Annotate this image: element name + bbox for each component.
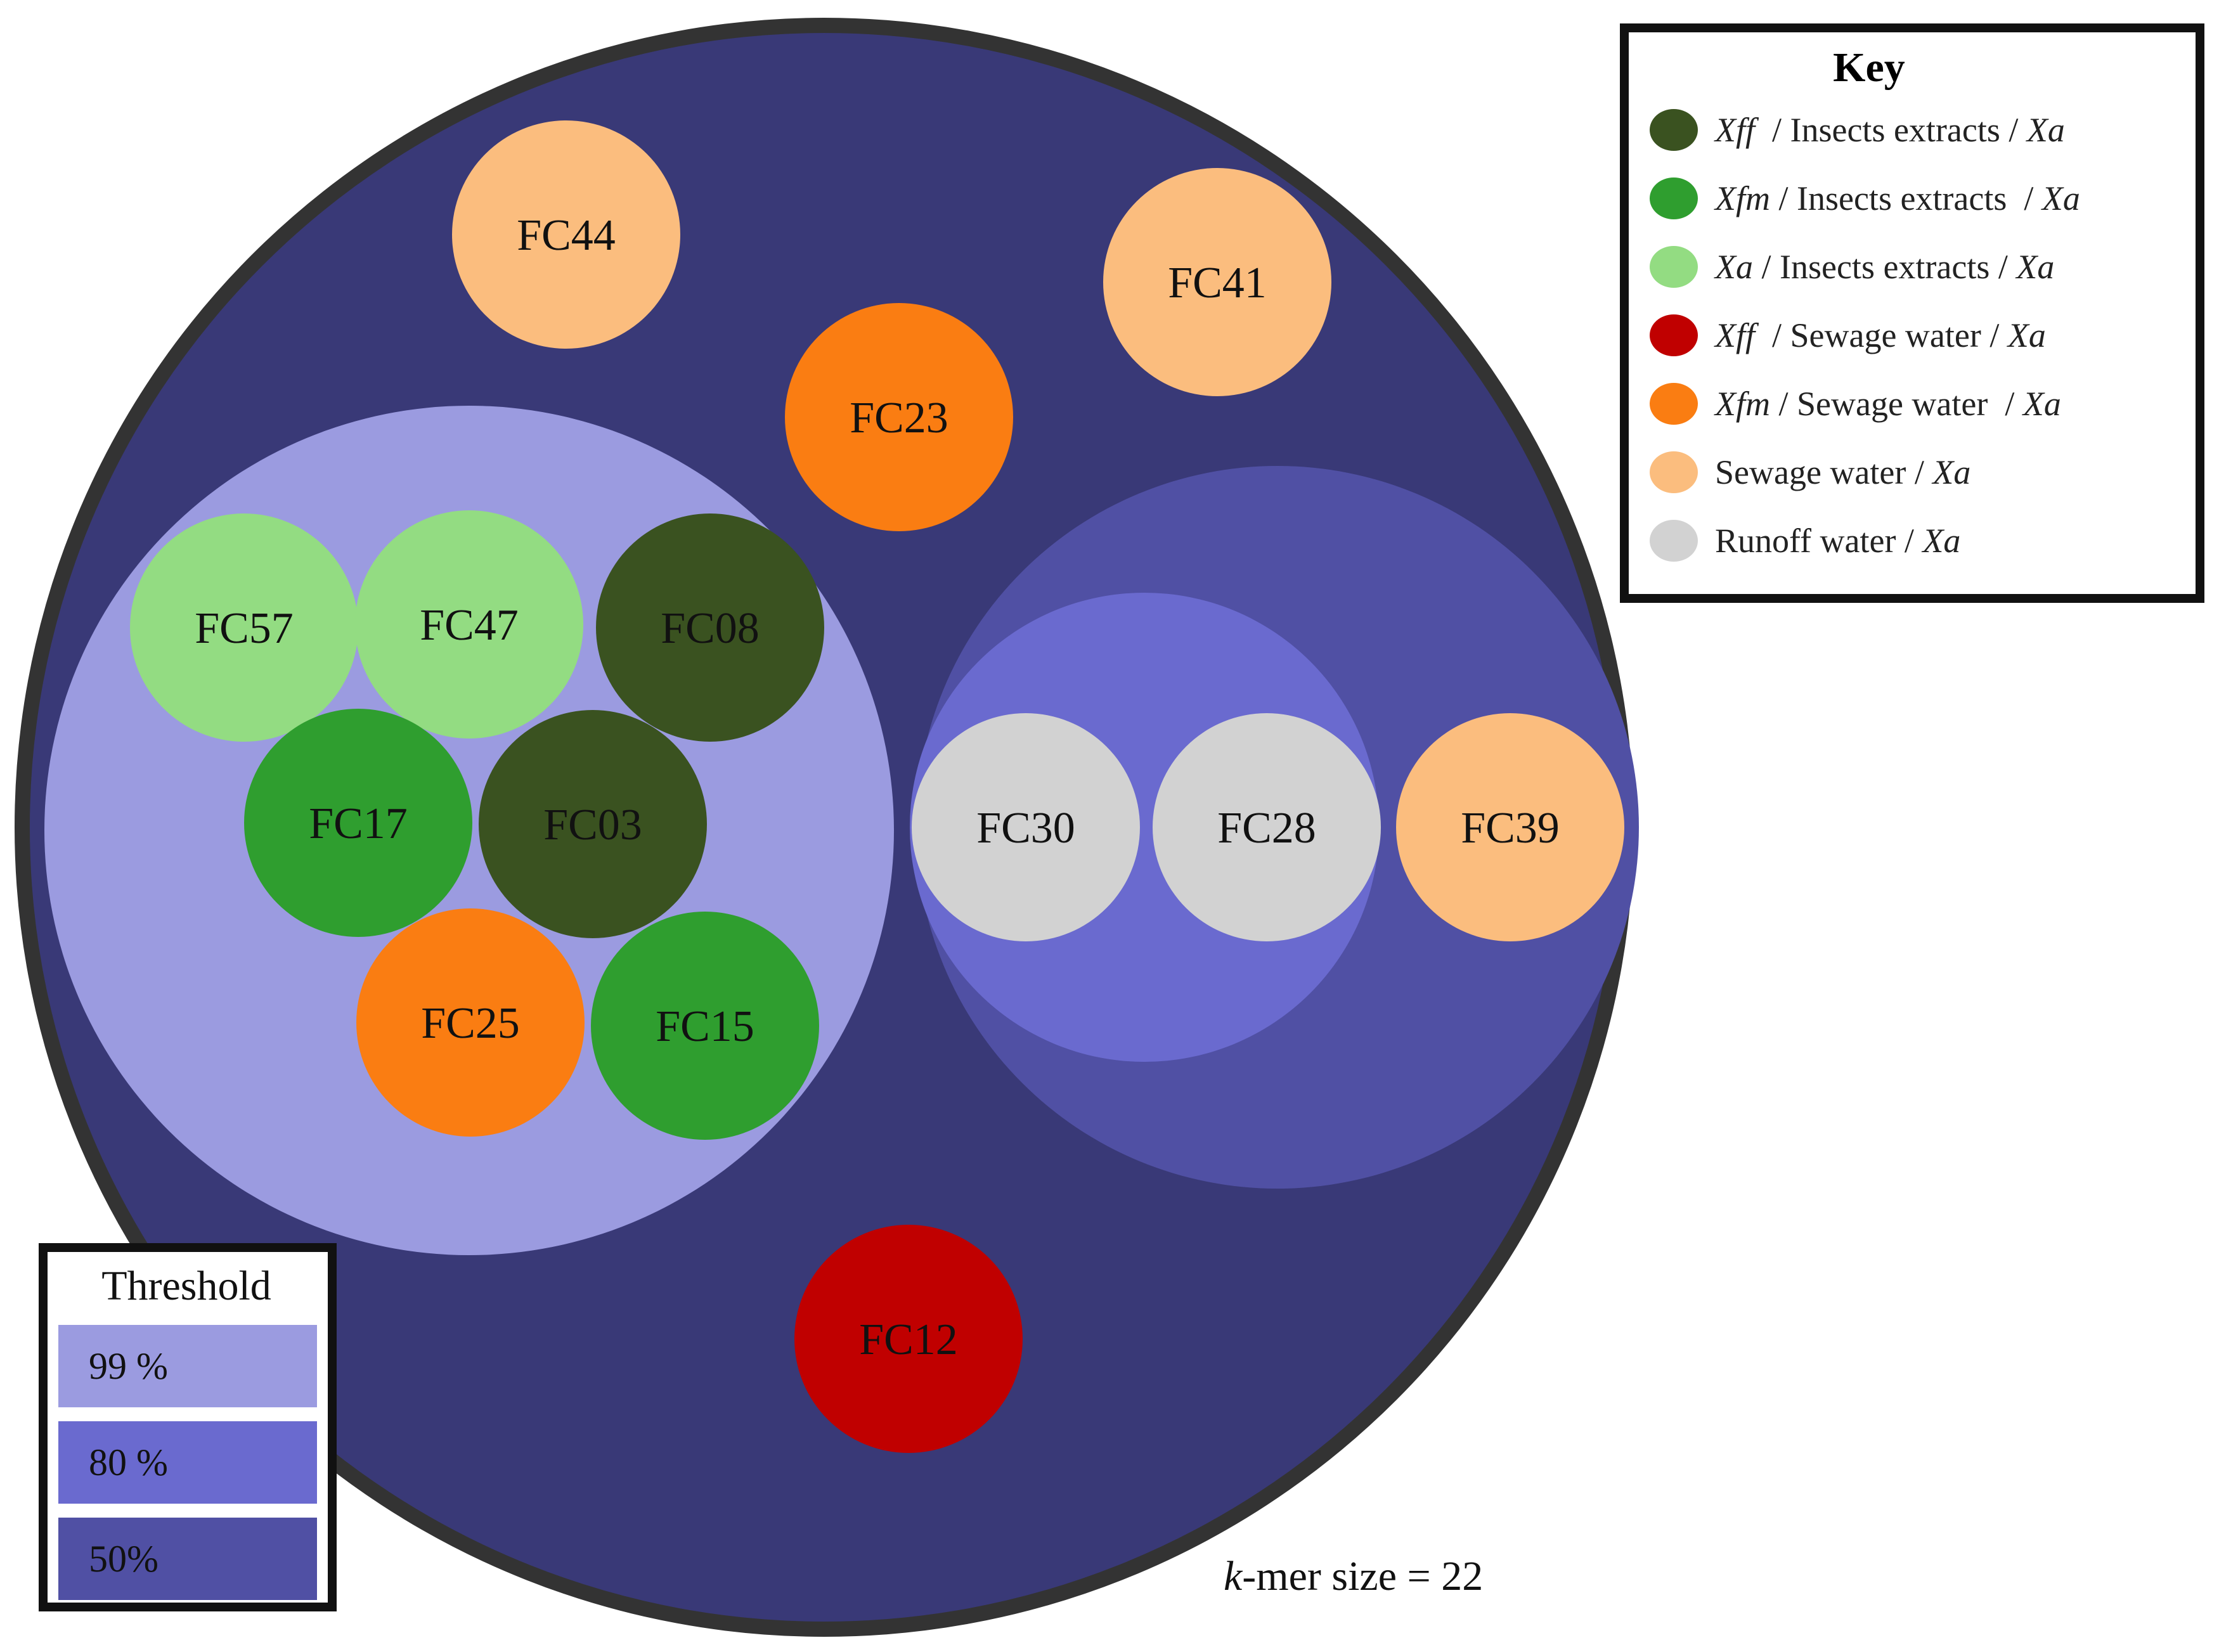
node-label-fc25: FC25 [421, 999, 520, 1048]
node-label-fc41: FC41 [1168, 259, 1267, 307]
key-swatch-runoff-xa [1650, 520, 1698, 562]
key-swatch-sewage-xa [1650, 451, 1698, 493]
key-label-xff-insects: Xff / Insects extracts / Xa [1714, 111, 2065, 149]
key-label-xfm-insects: Xfm / Insects extracts / Xa [1714, 179, 2080, 217]
threshold-legend-items: 99 % 80 % 50% [58, 1325, 317, 1600]
cluster-80-right [910, 593, 1379, 1062]
node-label-fc15: FC15 [656, 1002, 754, 1051]
key-swatch-xff-sewage [1650, 314, 1698, 356]
node-label-fc17: FC17 [309, 799, 408, 848]
node-label-fc12: FC12 [859, 1315, 958, 1364]
node-label-fc47: FC47 [420, 601, 519, 650]
key-label-xfm-sewage: Xfm / Sewage water / Xa [1714, 385, 2061, 423]
node-label-fc03: FC03 [543, 801, 642, 849]
node-circle-fc08 [596, 513, 824, 742]
kmer-rest: -mer size = 22 [1242, 1553, 1483, 1599]
threshold-legend-title: Threshold [101, 1263, 271, 1309]
node-label-fc30: FC30 [976, 804, 1075, 853]
node-label-fc23: FC23 [850, 394, 948, 442]
key-swatch-xff-insects [1650, 109, 1698, 151]
kmer-size-label: k-mer size = 22 [1224, 1553, 1483, 1599]
node-circle-fc44 [452, 120, 680, 349]
threshold-label-2: 80 % [89, 1442, 168, 1483]
node-circle-fc47 [355, 510, 583, 739]
key-label-sewage-xa: Sewage water / Xa [1715, 453, 1970, 491]
key-label-xff-sewage: Xff / Sewage water / Xa [1714, 316, 2046, 354]
node-label-fc08: FC08 [661, 604, 760, 653]
key-legend: Key Xff / Insects extracts / Xa Xfm / Ins… [1620, 23, 2204, 603]
key-swatch-xfm-insects [1650, 177, 1698, 219]
node-circle-fc17 [244, 709, 472, 937]
key-swatch-xfm-sewage [1650, 383, 1698, 425]
node-circle-fc03 [479, 710, 707, 938]
threshold-swatch-1 [58, 1325, 317, 1407]
key-swatch-xa-insects [1650, 246, 1698, 288]
node-circle-fc39 [1396, 713, 1624, 941]
node-circle-fc30 [912, 713, 1140, 941]
node-circle-fc57 [130, 513, 358, 742]
threshold-label-3: 50% [89, 1538, 158, 1580]
key-label-runoff-xa: Runoff water / Xa [1715, 522, 1960, 560]
threshold-swatch-3 [58, 1518, 317, 1600]
key-label-xa-insects: Xa / Insects extracts / Xa [1714, 248, 2054, 286]
node-label-fc57: FC57 [195, 604, 294, 653]
kmer-k: k [1224, 1553, 1243, 1599]
node-circle-fc23 [785, 303, 1013, 531]
threshold-legend: Threshold 99 % 80 % 50% [39, 1243, 337, 1611]
node-label-fc39: FC39 [1461, 804, 1560, 853]
node-circle-fc15 [591, 912, 819, 1140]
threshold-swatch-2 [58, 1421, 317, 1504]
key-legend-items: Xff / Insects extracts / Xa Xfm / Insects… [1650, 109, 2080, 562]
node-label-fc28: FC28 [1217, 804, 1316, 853]
node-circle-fc41 [1103, 168, 1331, 396]
key-legend-box [1620, 23, 2204, 603]
node-label-fc44: FC44 [517, 211, 616, 260]
key-legend-title: Key [1833, 44, 1905, 91]
node-circle-fc28 [1153, 713, 1381, 941]
threshold-label-1: 99 % [89, 1345, 168, 1387]
node-circle-fc12 [794, 1225, 1023, 1453]
node-circle-fc25 [356, 908, 585, 1137]
